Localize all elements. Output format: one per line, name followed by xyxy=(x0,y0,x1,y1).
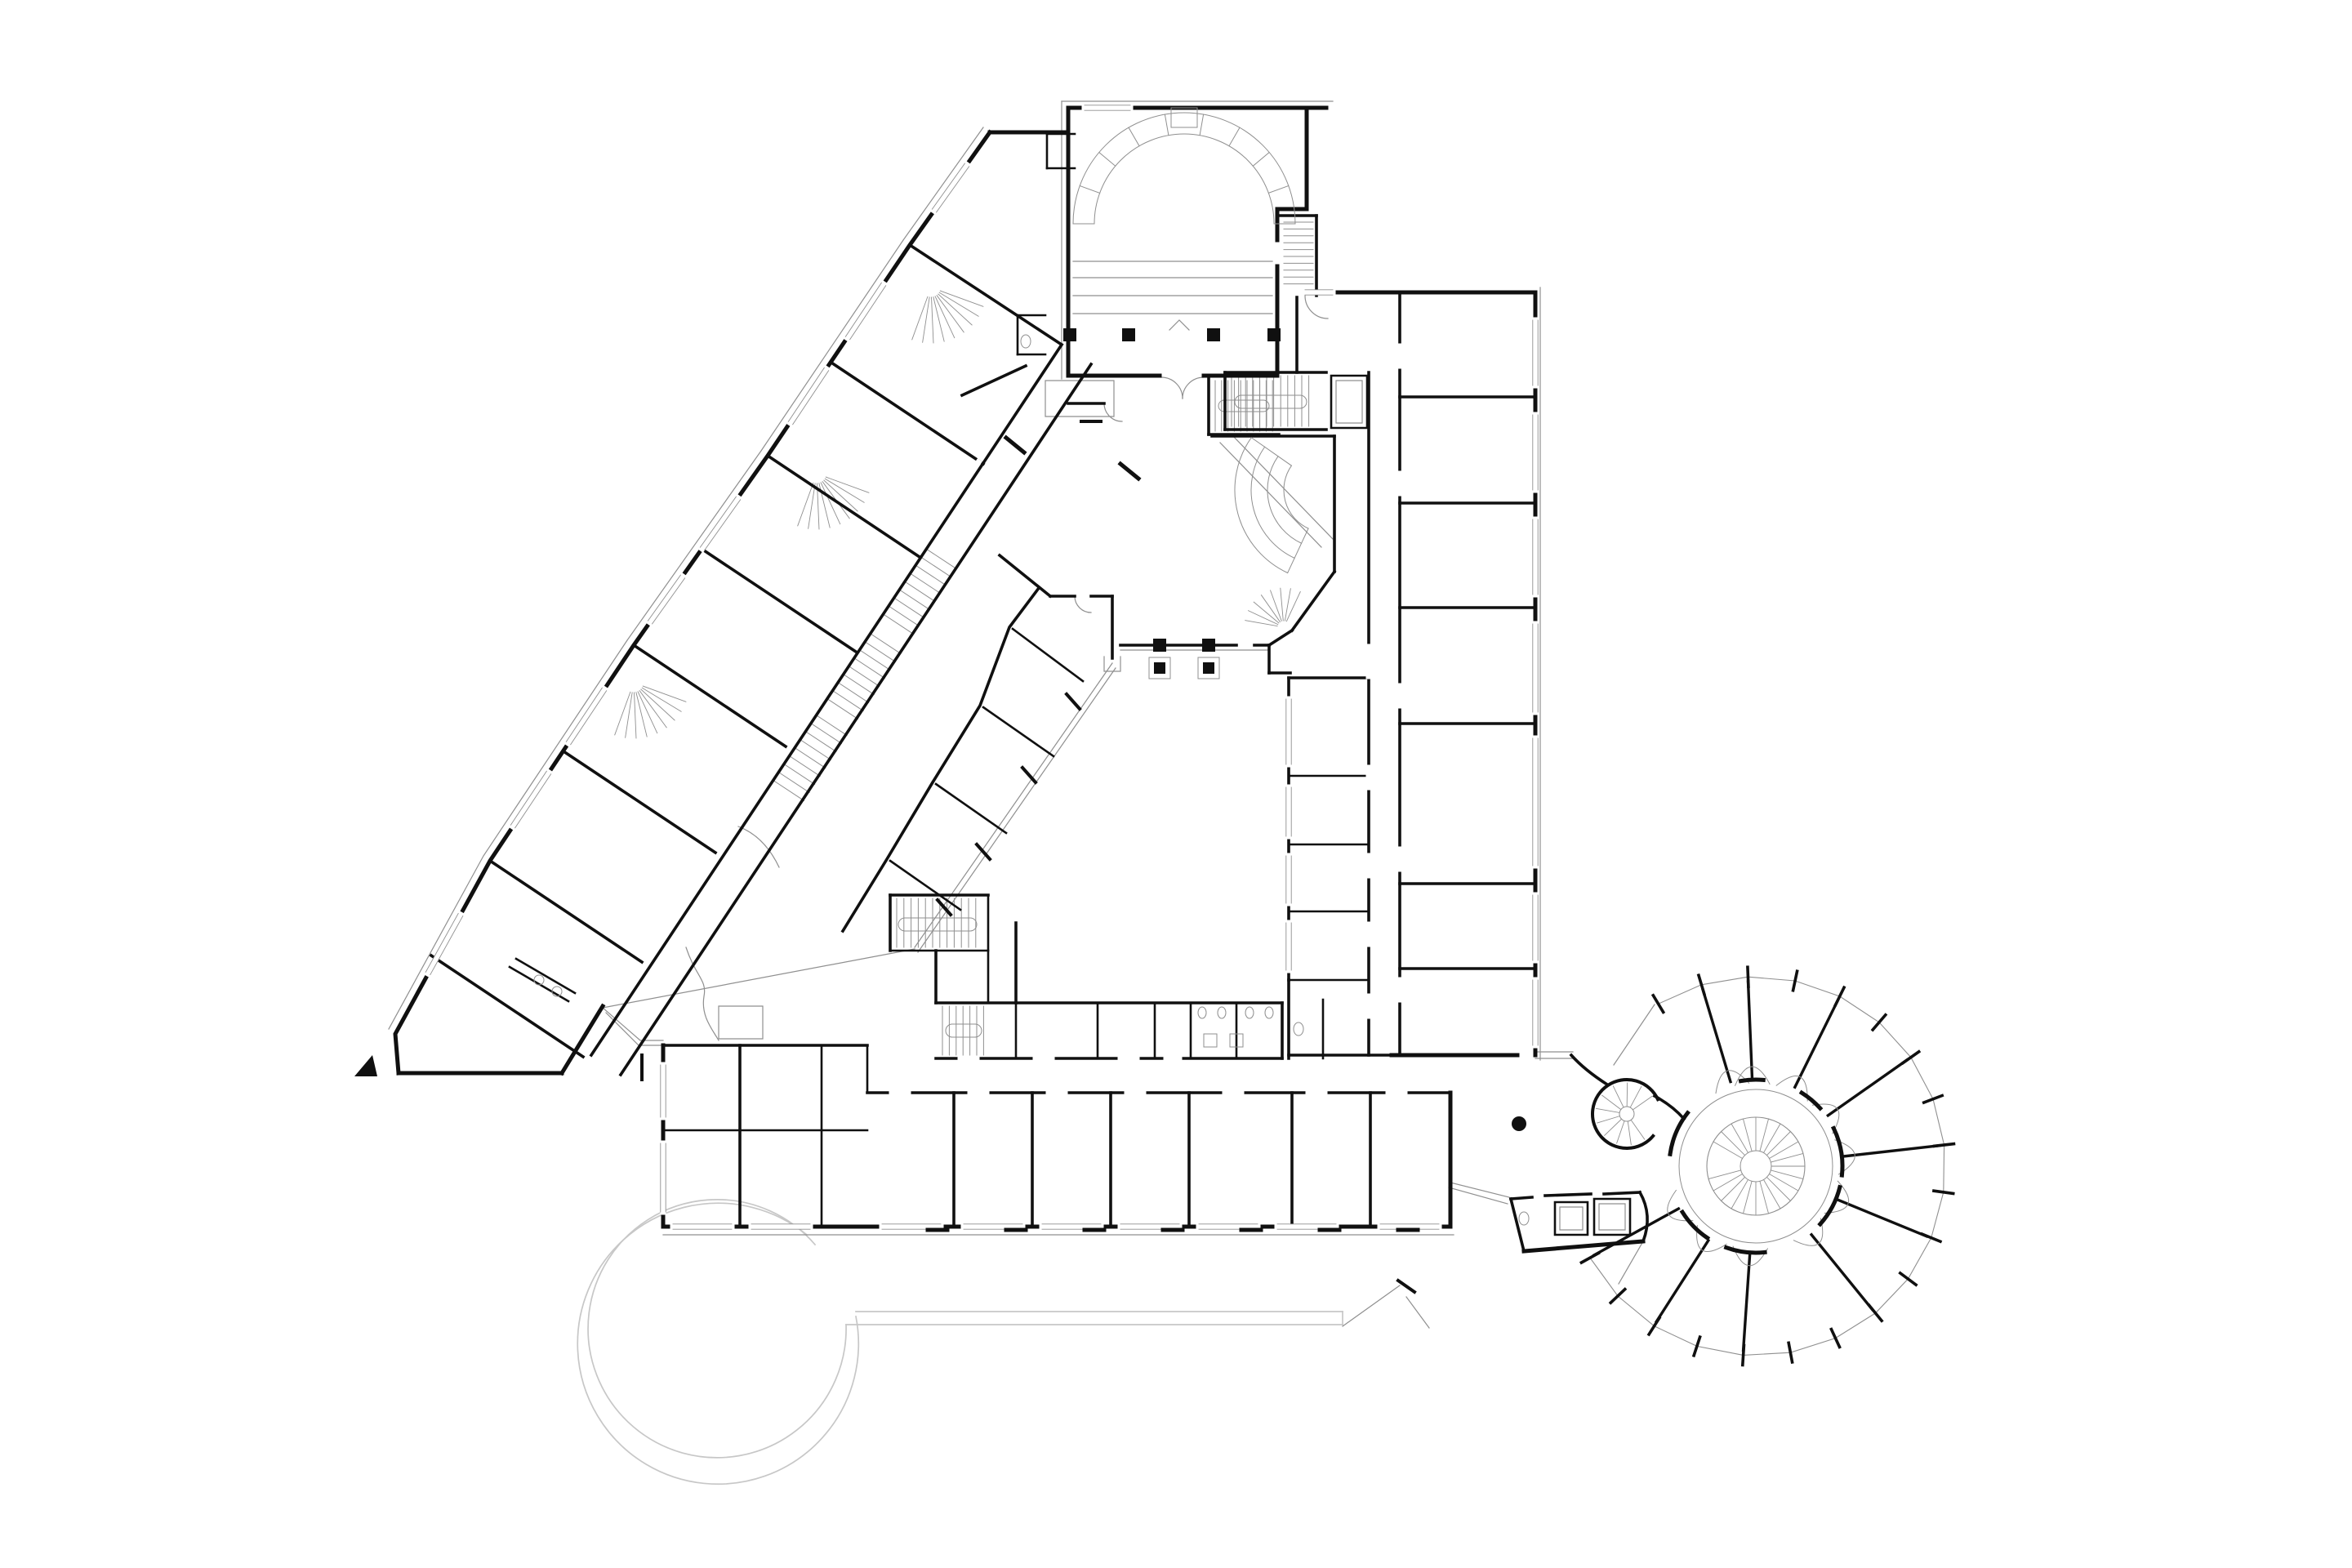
stair-treads xyxy=(615,222,1313,1055)
thin-detail-linework xyxy=(389,101,1655,1328)
site-paths-and-curved-driveway xyxy=(577,1200,1343,1484)
window-and-door-openings xyxy=(425,105,1538,1229)
rotunda-pavilion xyxy=(1581,967,1953,1365)
building-walls xyxy=(395,108,1684,1251)
theater-hall-arch-and-stage xyxy=(1073,108,1308,573)
columns-fixtures-markers xyxy=(354,328,1529,1292)
